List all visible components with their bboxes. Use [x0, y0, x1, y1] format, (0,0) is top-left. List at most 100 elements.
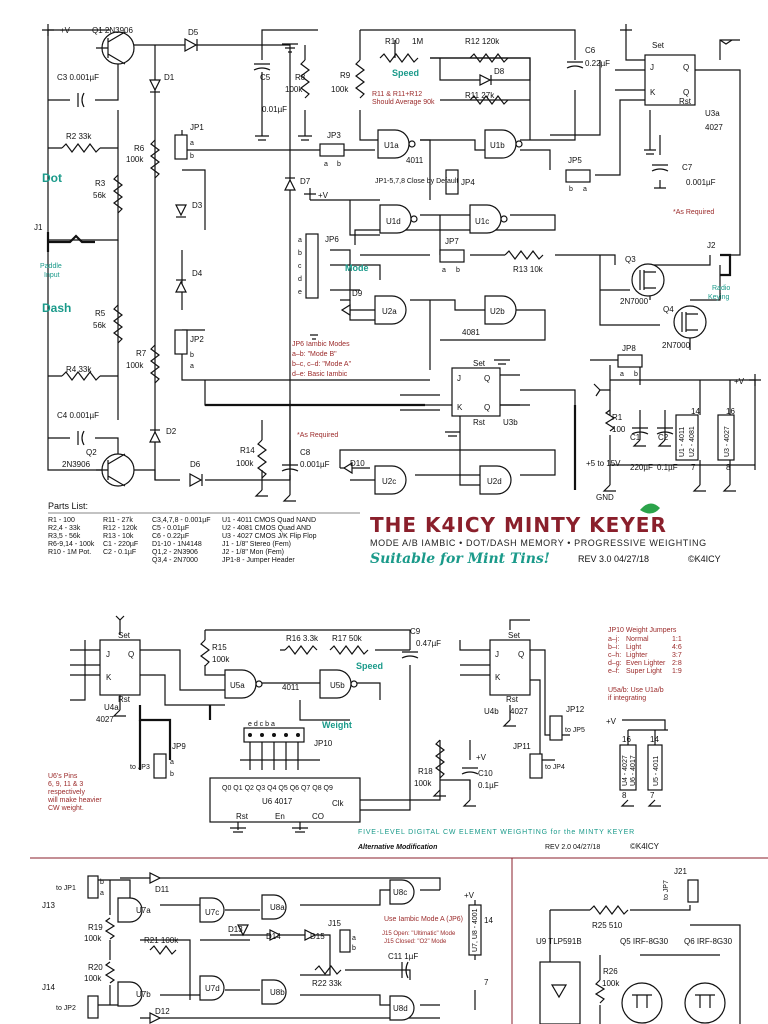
- title-block: THE K4ICY MINTY KEYER MODE A/B IAMBIC • …: [370, 503, 721, 567]
- c6-value: 0.22µF: [585, 59, 610, 68]
- r11-note-1: R11 & R11+R12: [372, 91, 422, 98]
- jp4-label: JP4: [461, 178, 475, 187]
- d9-label: D9: [352, 289, 363, 298]
- jp6-c: c: [298, 263, 302, 270]
- capacitor-c1-symbol: [631, 427, 649, 435]
- mint-leaf-icon: [640, 503, 660, 514]
- vplus-label-1: +V: [60, 26, 71, 35]
- u2-ic: 4081: [462, 328, 480, 337]
- jumper-jp3-symbol: [319, 143, 345, 157]
- r3-value: 56k: [93, 191, 107, 200]
- weight-jumpers-title: JP10 Weight Jumpers: [608, 627, 677, 634]
- jp6-d: d: [298, 276, 302, 283]
- resistor-r21-symbol: [149, 945, 177, 955]
- bottom-note-2: J15 Open: "Ultimatic" Mode: [382, 931, 456, 937]
- gate-u7a-symbol: [117, 897, 143, 923]
- capacitor-c5-symbol: [253, 63, 271, 71]
- capacitor-c9-symbol: [401, 651, 419, 659]
- dot-label: Dot: [42, 171, 62, 185]
- tagline: Suitable for Mint Tins!: [370, 551, 550, 567]
- q5-label: Q5 IRF-8G30: [620, 937, 669, 946]
- gnd-label: GND: [596, 493, 614, 502]
- j14-label: J14: [42, 983, 55, 992]
- c4-label: C4 0.001µF: [57, 411, 99, 420]
- bottom-section: [30, 857, 768, 1024]
- parts-list: Parts List: R1 - 100 R2,4 - 33k R3,5 - 5…: [48, 501, 360, 564]
- jp5-a: a: [583, 186, 587, 193]
- pin8-label: 8: [726, 463, 731, 472]
- gate-u7c-symbol: [199, 897, 225, 923]
- u6-note: 6, 9, 11 & 3: [48, 781, 83, 788]
- gate-u8a-symbol: [261, 894, 287, 920]
- resistor-r12-symbol: [469, 53, 509, 63]
- diode-d13-symbol: [237, 924, 249, 937]
- j1-label: J1: [34, 223, 43, 232]
- q1-label: Q1 2N3906: [92, 26, 133, 35]
- q3-label: Q3: [625, 255, 636, 264]
- jp9-label: JP9: [172, 742, 186, 751]
- parts-item: C5 - 0.01µF: [152, 525, 189, 532]
- u3b-set: Set: [473, 359, 486, 368]
- d10-label: D10: [350, 459, 365, 468]
- u4a-rst: Rst: [118, 695, 131, 704]
- r19-value: 100k: [84, 934, 102, 943]
- r1-value: 100: [612, 425, 626, 434]
- u3a-set: Set: [652, 41, 665, 50]
- flipflop-u4a-symbol: [99, 639, 141, 696]
- top-labels: +V Q1 2N3906 D5 D1 C3 0.001µF R2 33k R6 …: [34, 26, 745, 502]
- jumper-j14-symbol: [87, 995, 99, 1019]
- u3b-j: J: [457, 374, 461, 383]
- mosfet-q6-symbol: [684, 982, 726, 1024]
- weight-jumper-range: c–h:: [608, 652, 621, 659]
- parts-item: R3,5 - 56k: [48, 533, 81, 540]
- u5b-label: U5b: [330, 681, 345, 690]
- u4a-ic: 4027: [96, 715, 114, 724]
- parts-item: C2 - 0.1µF: [103, 549, 136, 556]
- u4b-label: U4b: [484, 707, 499, 716]
- tojp4-label: to JP4: [545, 764, 565, 771]
- j2-label: J2: [707, 241, 716, 250]
- c3-label: C3 0.001µF: [57, 73, 99, 82]
- u9-label: U9 TLP591B: [536, 937, 582, 946]
- alt-mod-label: Alternative Modification: [357, 844, 437, 851]
- r6-label: R6: [134, 144, 145, 153]
- gate-u2d-symbol: [479, 465, 512, 495]
- r7-value: 100k: [126, 361, 144, 370]
- resistor-r26-symbol: [594, 979, 606, 1004]
- c7-value: 0.001µF: [686, 178, 716, 187]
- vplus-label-2: +V: [318, 191, 329, 200]
- c8-value: 0.001µF: [300, 460, 330, 469]
- jp6-note-3: b–c, c–d: "Mode A": [292, 361, 352, 368]
- flipflop-u4b-symbol: [489, 639, 531, 696]
- jp6-note-1: JP6 Iambic Modes: [292, 341, 350, 348]
- r17-label: R17 50k: [332, 634, 363, 643]
- u5a-label: U5a: [230, 681, 245, 690]
- vplus-label-5: +V: [606, 717, 617, 726]
- parts-item: C1 - 220µF: [103, 541, 138, 548]
- jp9-b: b: [170, 771, 174, 778]
- resistor-r7-symbol: [150, 344, 160, 384]
- u8a-label: U8a: [270, 903, 285, 912]
- c2-value: 0.1µF: [657, 463, 678, 472]
- c10-label: C10: [478, 769, 493, 778]
- u6-en: En: [275, 812, 285, 821]
- r20-label: R20: [88, 963, 103, 972]
- weight-jumper-range: d–g:: [608, 660, 622, 667]
- u4-power-label: U4 - 4027: [622, 755, 629, 786]
- j15-b: b: [352, 945, 356, 952]
- c9-label: C9: [410, 627, 421, 636]
- u3a-k: K: [650, 88, 656, 97]
- parts-item: Q3,4 - 2N7000: [152, 557, 198, 564]
- u2d-label: U2d: [487, 477, 502, 486]
- mod-copyright-label: ©K4ICY: [630, 842, 660, 851]
- d3-label: D3: [192, 201, 203, 210]
- j15-label: J15: [328, 919, 341, 928]
- jack-j2-symbol: [720, 253, 732, 277]
- parts-item: R11 - 27k: [103, 517, 133, 524]
- weight-jumper-range: a–j:: [608, 636, 619, 643]
- c6-label: C6: [585, 46, 596, 55]
- c2-label: C2: [658, 433, 669, 442]
- gate-u2c-symbol: [374, 465, 407, 495]
- capacitor-c6-symbol: [566, 61, 584, 69]
